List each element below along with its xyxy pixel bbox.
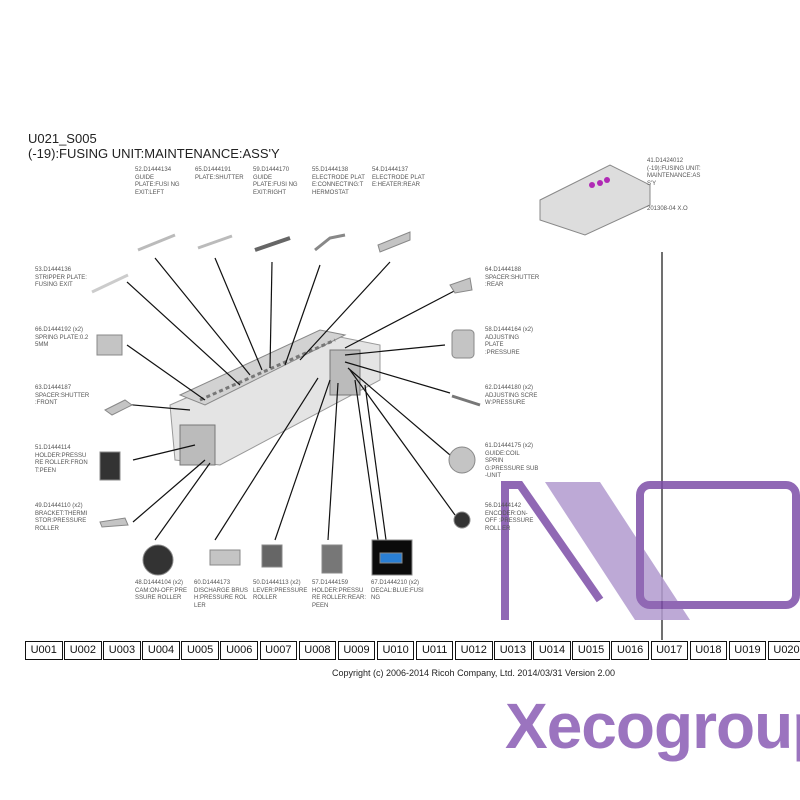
part-label[interactable]: 50.D1444113 (x2) LEVER:PRESSURE ROLLER (253, 580, 308, 601)
nav-tab-u007[interactable]: U007 (259, 641, 298, 660)
part-label[interactable]: 66.D1444192 (x2) SPRING PLATE:0.2 5MM (35, 327, 89, 348)
part-label[interactable]: 59.D1444170 GUIDE PLATE:FUSI NG EXIT:RIG… (253, 167, 298, 196)
part-label[interactable]: 65.D1444191 PLATE:SHUTTER (195, 167, 244, 181)
part-drawings (91, 164, 651, 576)
page-code: U021_S005 (28, 131, 97, 146)
part-label[interactable]: 62.D1444180 (x2) ADJUSTING SCRE W:PRESSU… (485, 385, 538, 406)
part-label[interactable]: 49.D1444110 (x2) BRACKET:THERMI STOR:PRE… (35, 503, 88, 532)
part-label[interactable]: 48.D1444104 (x2) CAM:ON-OFF:PRE SSURE RO… (135, 580, 187, 601)
part-label[interactable]: 56.D1444142 ENCODER:ON-OFF :PRESSURE ROL… (485, 503, 534, 532)
nav-tab-u019[interactable]: U019 (728, 641, 767, 660)
watermark-text: Xecogroup (505, 690, 800, 762)
nav-tab-u009[interactable]: U009 (337, 641, 376, 660)
part-label[interactable]: 67.D1444210 (x2) DECAL:BLUE:FUSI NG (371, 580, 424, 601)
nav-tab-u003[interactable]: U003 (103, 641, 141, 660)
part-label[interactable]: 51.D1444114 HOLDER:PRESSU RE ROLLER:FRON… (35, 445, 88, 474)
nav-tab-u018[interactable]: U018 (689, 641, 728, 660)
part-label[interactable]: 64.D1444188 SPACER:SHUTTER :REAR (485, 267, 540, 288)
nav-tab-u014[interactable]: U014 (533, 641, 571, 660)
nav-tab-u012[interactable]: U012 (455, 641, 493, 660)
part-label[interactable]: 58.D1444164 (x2) ADJUSTING PLATE :PRESSU… (485, 327, 534, 356)
nav-tab-u004[interactable]: U004 (142, 641, 180, 660)
nav-tab-u020[interactable]: U020 (767, 641, 800, 660)
watermark-logo (501, 481, 800, 620)
part-label[interactable]: 54.D1444137 ELECTRODE PLAT E:HEATER:REAR (372, 167, 425, 188)
nav-tab-u011[interactable]: U011 (415, 641, 454, 660)
nav-tab-u013[interactable]: U013 (494, 641, 532, 660)
part-label[interactable]: 61.D1444175 (x2) GUIDE:COIL SPRIN G:PRES… (485, 443, 539, 479)
part-label[interactable]: 63.D1444187 SPACER:SHUTTER :FRONT (35, 385, 90, 406)
nav-tab-u005[interactable]: U005 (181, 641, 219, 660)
assembly-date: 201308-04 X.O (647, 206, 688, 212)
page-title: (-19):FUSING UNIT:MAINTENANCE:ASS'Y (28, 146, 280, 161)
nav-tab-u006[interactable]: U006 (220, 641, 258, 660)
assembly-label[interactable]: 41.D1424012 (-19):FUSING UNIT: MAINTENAN… (647, 158, 701, 187)
nav-tab-u015[interactable]: U015 (572, 641, 610, 660)
part-label[interactable]: 57.D1444159 HOLDER:PRESSU RE ROLLER:REAR… (312, 580, 367, 609)
nav-tab-u001[interactable]: U001 (25, 641, 63, 660)
nav-tab-u008[interactable]: U008 (298, 641, 337, 660)
leader-lines (121, 252, 663, 640)
part-label[interactable]: 60.D1444173 DISCHARGE BRUS H:PRESSURE RO… (194, 580, 249, 609)
part-label[interactable]: 55.D1444138 ELECTRODE PLAT E:CONNECTING:… (312, 167, 365, 196)
nav-tab-u010[interactable]: U010 (376, 641, 415, 660)
nav-tab-u016[interactable]: U016 (611, 641, 649, 660)
part-label[interactable]: 53.D1444136 STRIPPER PLATE: FUSING EXIT (35, 267, 87, 288)
part-label[interactable]: 52.D1444134 GUIDE PLATE:FUSI NG EXIT:LEF… (135, 167, 180, 196)
nav-tab-u002[interactable]: U002 (64, 641, 102, 660)
fusing-unit-assembly-drawing (169, 329, 381, 466)
copyright: Copyright (c) 2006-2014 Ricoh Company, L… (332, 668, 616, 678)
nav-tab-u017[interactable]: U017 (650, 641, 688, 660)
